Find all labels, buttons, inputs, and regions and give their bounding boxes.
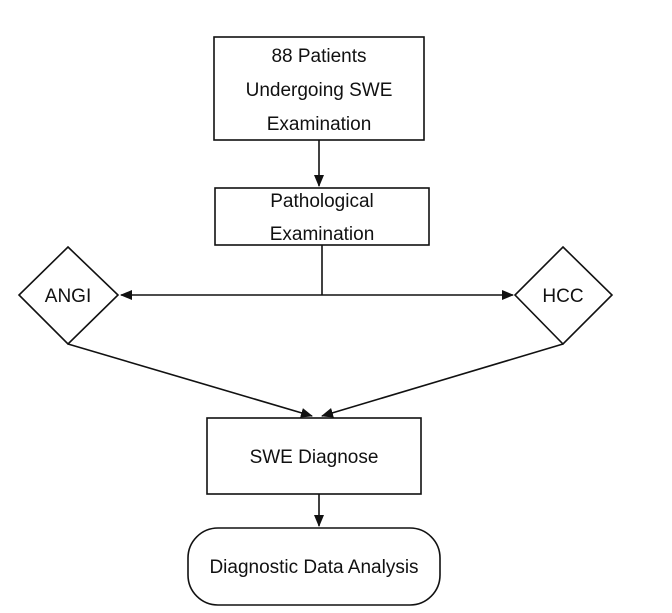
node-swe-diagnose-label: SWE Diagnose [250, 447, 379, 468]
node-pathology: Pathological Examination [214, 187, 430, 246]
node-patients-line-2: Undergoing SWE [246, 80, 393, 101]
edge-hcc-to-swe-diagnose [321, 343, 564, 418]
node-patients: 88 Patients Undergoing SWE Examination [213, 36, 425, 141]
node-analysis-label: Diagnostic Data Analysis [209, 557, 418, 578]
node-analysis-box [187, 527, 441, 606]
node-analysis: Diagnostic Data Analysis [187, 527, 441, 606]
node-hcc-label: HCC [542, 286, 583, 307]
node-pathology-box [214, 187, 430, 246]
edge-angi-to-swe-diagnose [67, 343, 313, 418]
node-pathology-line-1: Pathological [270, 191, 374, 212]
node-swe-diagnose-box [206, 417, 422, 495]
node-hcc: HCC [513, 245, 614, 346]
node-angi-label: ANGI [45, 286, 91, 307]
node-patients-line-3: Examination [267, 114, 372, 135]
node-patients-line-1: 88 Patients [271, 46, 366, 67]
node-patients-box [213, 36, 425, 141]
node-angi: ANGI [17, 245, 120, 346]
node-pathology-line-2: Examination [270, 224, 375, 245]
node-swe-diagnose: SWE Diagnose [206, 417, 422, 495]
